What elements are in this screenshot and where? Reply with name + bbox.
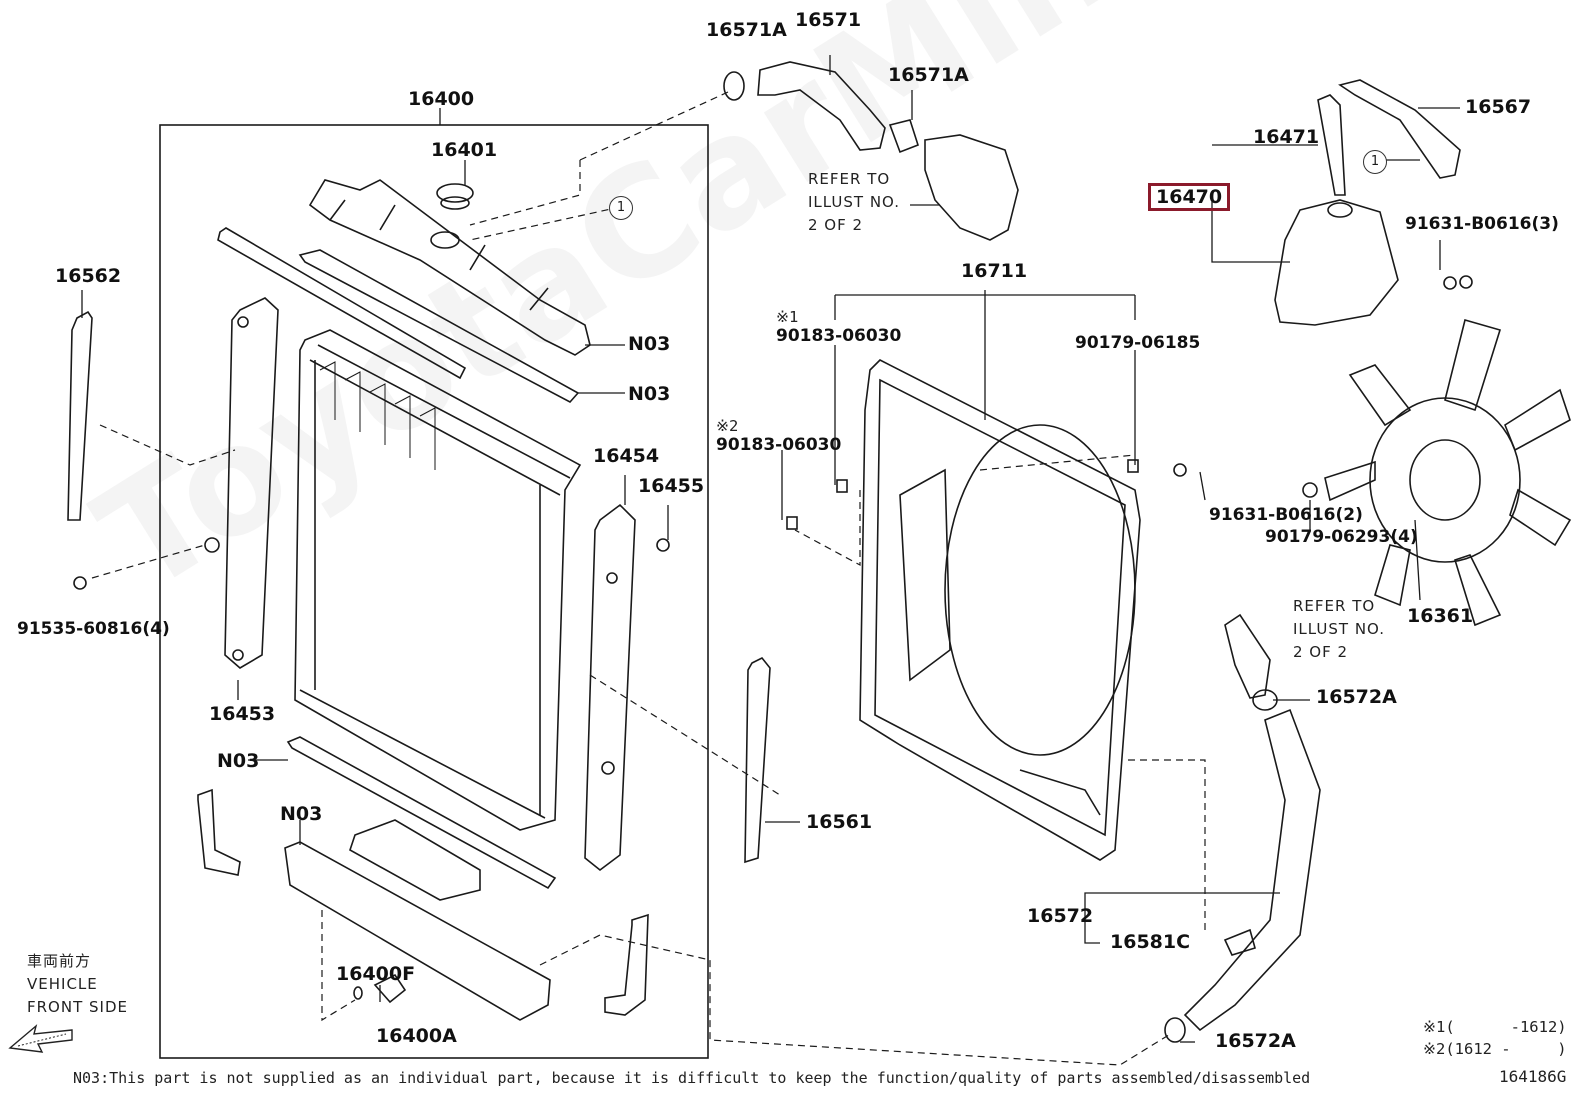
refer-note-lower: REFER TO ILLUST NO. 2 OF 2 — [1293, 597, 1386, 661]
lower-hose-16572 — [1183, 708, 1321, 1032]
part-label-16567[interactable]: 16567 — [1465, 96, 1532, 118]
part-label-91631-3[interactable]: 91631-B0616(3) — [1405, 214, 1559, 234]
part-label-16454[interactable]: 16454 — [593, 445, 660, 467]
part-label-91631-2[interactable]: 91631-B0616(2) — [1209, 505, 1363, 525]
part-label-16571A-top[interactable]: 16571A — [706, 19, 787, 41]
mark-2: ※2 — [716, 417, 739, 435]
part-label-16581C[interactable]: 16581C — [1110, 931, 1191, 953]
part-label-16361[interactable]: 16361 — [1407, 605, 1474, 627]
part-label-90183-06030-b[interactable]: 90183-06030 — [716, 435, 842, 455]
part-label-N03-lower-gasket[interactable]: N03 — [217, 750, 260, 772]
direction-en-line1: VEHICLE — [27, 975, 98, 993]
part-label-16401[interactable]: 16401 — [431, 139, 498, 161]
bolt-91535 — [73, 576, 87, 590]
radiator-assembly-frame — [159, 124, 709, 1059]
side-bracket-right — [584, 503, 636, 872]
part-label-90183-06030-a[interactable]: 90183-06030 — [776, 326, 902, 346]
direction-en-line2: FRONT SIDE — [27, 998, 128, 1016]
part-label-16571[interactable]: 16571 — [795, 9, 862, 31]
front-arrow-icon — [8, 1024, 73, 1053]
bolt-91631-2 — [1173, 463, 1187, 477]
part-label-N03-upper-tank[interactable]: N03 — [628, 333, 671, 355]
part-label-16400[interactable]: 16400 — [408, 88, 475, 110]
part-label-90179-06185[interactable]: 90179-06185 — [1075, 333, 1201, 353]
part-label-90179-06293[interactable]: 90179-06293(4) — [1265, 527, 1418, 547]
water-inlet — [1224, 613, 1271, 699]
circle-ref-1-reservoir: 1 — [1363, 150, 1387, 174]
bolt-91631-3 — [1443, 276, 1457, 290]
refer-note-upper: REFER TO ILLUST NO. 2 OF 2 — [808, 170, 901, 234]
reservoir-hose — [1338, 79, 1461, 179]
part-label-16453[interactable]: 16453 — [209, 703, 276, 725]
upper-seal-strip — [217, 227, 467, 380]
part-label-16572A-bottom[interactable]: 16572A — [1215, 1030, 1296, 1052]
lower-gasket — [286, 736, 557, 890]
seal-16562 — [67, 310, 93, 521]
legend-line-1: ※1( -1612) — [1423, 1018, 1567, 1036]
part-label-16572A-top[interactable]: 16572A — [1316, 686, 1397, 708]
nut-90179-06293 — [1302, 482, 1318, 498]
footer-note: N03:This part is not supplied as an indi… — [73, 1069, 1311, 1087]
fan-shroud-ring — [944, 424, 1136, 756]
part-label-16400A[interactable]: 16400A — [376, 1025, 457, 1047]
hose-left — [197, 788, 241, 876]
figure-id: 164186G — [1499, 1067, 1567, 1086]
hose-right — [604, 913, 649, 1016]
legend-line-2: ※2(1612 - ) — [1423, 1040, 1567, 1058]
part-label-16470-highlighted[interactable]: 16470 — [1148, 183, 1231, 211]
side-bracket-left — [224, 297, 279, 669]
part-label-16711[interactable]: 16711 — [961, 260, 1028, 282]
part-label-16571A-mid[interactable]: 16571A — [888, 64, 969, 86]
seal-16561 — [744, 656, 771, 864]
radiator-cap — [436, 183, 474, 203]
upper-hose-16571 — [757, 61, 886, 151]
bolt-16455 — [656, 538, 670, 552]
part-label-16561[interactable]: 16561 — [806, 811, 873, 833]
radiator-lower-tank — [284, 841, 551, 1021]
part-label-N03-lower-tank[interactable]: N03 — [280, 803, 323, 825]
water-outlet — [924, 134, 1019, 241]
upper-gasket — [298, 249, 580, 404]
drain-cock — [373, 973, 407, 1004]
circle-ref-1-upper: 1 — [609, 196, 633, 220]
reservoir-tank — [1274, 199, 1399, 326]
part-label-N03-upper-gasket[interactable]: N03 — [628, 383, 671, 405]
part-label-16400F[interactable]: 16400F — [336, 963, 416, 985]
part-label-91535-60816[interactable]: 91535-60816(4) — [17, 619, 170, 639]
radiator-core — [294, 329, 582, 831]
direction-jp: 車両前方 — [27, 952, 92, 970]
fan-shroud — [859, 359, 1141, 861]
radiator-upper-tank — [308, 179, 591, 356]
part-label-16455[interactable]: 16455 — [638, 475, 705, 497]
part-label-16471[interactable]: 16471 — [1253, 126, 1320, 148]
part-label-16572[interactable]: 16572 — [1027, 905, 1094, 927]
part-label-16562[interactable]: 16562 — [55, 265, 122, 287]
mark-1: ※1 — [776, 308, 799, 326]
